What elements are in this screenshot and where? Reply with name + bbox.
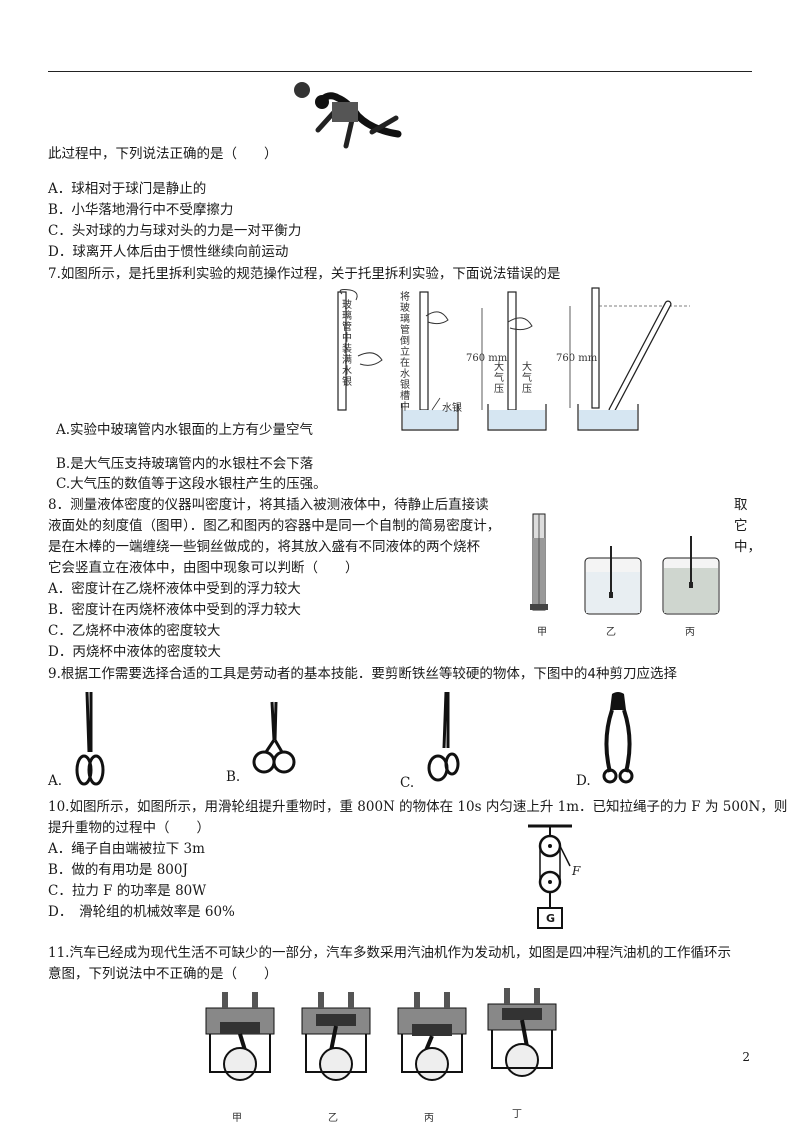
q7-option-a: A.实验中玻璃管内水银面的上方有少量空气 bbox=[56, 422, 314, 438]
q7-fig-tube1-label: 玻璃管中装满水银 bbox=[342, 300, 352, 388]
q10-option-c: C．拉力 F 的功率是 80W bbox=[48, 883, 207, 899]
q9-stem-b: 种剪刀应选择 bbox=[595, 666, 677, 682]
hydrometer-figure bbox=[525, 510, 725, 630]
q8-fig-label-jia: 甲 bbox=[537, 627, 547, 638]
q7-option-b: B.是大气压支持玻璃管内的水银柱不会下落 bbox=[56, 456, 314, 472]
q6-option-d: D．球离开人体后由于惯性继续向前运动 bbox=[48, 244, 289, 260]
q6-option-c: C．头对球的力与球对头的力是一对平衡力 bbox=[48, 223, 302, 239]
q7-fig-air1-label: 大气压 bbox=[494, 362, 504, 395]
engine-stroke-bing-figure bbox=[392, 990, 472, 1090]
q9-stem-a: 9.根据工作需要选择合适的工具是劳动者的基本技能．要剪断铁丝等较硬的物体，下图中… bbox=[48, 666, 588, 682]
scissors-a-icon bbox=[74, 690, 106, 790]
q10-option-b: B．做的有用功是 800J bbox=[48, 862, 188, 878]
q8-option-b: B．密度计在丙烧杯液体中受到的浮力较大 bbox=[48, 602, 301, 618]
pulley-force-label: F bbox=[572, 864, 581, 878]
page-number: 2 bbox=[742, 1050, 750, 1064]
q11-line-2: 意图，下列说法中不正确的是（ ） bbox=[48, 966, 278, 982]
q11-fig-label-yi: 乙 bbox=[328, 1113, 338, 1124]
q8-line-2: 液面处的刻度值（图甲）．图乙和图丙的容器中是同一个自制的简易密度计， bbox=[48, 518, 501, 534]
q8-line-3: 是在木棒的一端缠绕一些铜丝做成的，将其放入盛有不同液体的两个烧杯 bbox=[48, 539, 480, 555]
q7-stem: 7.如图所示，是托里拆利实验的规范操作过程，关于托里拆利实验，下面说法错误的是 bbox=[48, 266, 561, 282]
engine-stroke-ding-figure bbox=[482, 986, 562, 1086]
q8-line-1: 8．测量液体密度的仪器叫密度计，将其插入被测液体中，待静止后直接读 bbox=[48, 497, 489, 513]
q9-stem-number: 4 bbox=[587, 666, 596, 682]
q9-label-a: A. bbox=[48, 773, 63, 789]
q8-right-word-3: 中， bbox=[734, 539, 761, 555]
q7-option-c: C.大气压的数值等于这段水银柱产生的压强。 bbox=[56, 476, 327, 492]
scissors-c-icon bbox=[426, 690, 460, 788]
engine-stroke-jia-figure bbox=[200, 990, 280, 1090]
q6-stem: 此过程中，下列说法正确的是（ ） bbox=[48, 146, 278, 162]
q11-line-1: 11.汽车已经成为现代生活不可缺少的一部分，汽车多数采用汽油机作为发动机，如图是… bbox=[48, 945, 731, 961]
scissors-d-icon bbox=[598, 690, 638, 788]
q7-fig-air2-label: 大气压 bbox=[522, 362, 532, 395]
q8-fig-label-bing: 丙 bbox=[685, 627, 695, 638]
header-rule bbox=[48, 71, 752, 72]
q9-label-b: B. bbox=[226, 769, 241, 785]
q6-option-a: A．球相对于球门是静止的 bbox=[48, 181, 207, 197]
pulley-system-figure bbox=[520, 822, 580, 934]
q8-option-d: D．丙烧杯中液体的密度较大 bbox=[48, 644, 221, 660]
scissors-b-icon bbox=[252, 700, 296, 782]
q11-fig-label-bing: 丙 bbox=[424, 1113, 434, 1124]
engine-stroke-yi-figure bbox=[296, 990, 376, 1090]
q10-line-2: 提升重物的过程中（ ） bbox=[48, 820, 210, 836]
soccer-header-figure bbox=[292, 80, 404, 158]
q7-fig-mercury-label: 水银 bbox=[442, 403, 462, 414]
q8-option-a: A．密度计在乙烧杯液体中受到的浮力较大 bbox=[48, 581, 301, 597]
q8-fig-label-yi: 乙 bbox=[606, 627, 616, 638]
q6-option-b: B．小华落地滑行中不受摩擦力 bbox=[48, 202, 234, 218]
q8-line-4: 它会竖直立在液体中，由图中现象可以判断（ ） bbox=[48, 560, 359, 576]
q9-label-c: C. bbox=[400, 775, 415, 791]
torricelli-figure bbox=[320, 286, 690, 436]
q9-stem: 9.根据工作需要选择合适的工具是劳动者的基本技能．要剪断铁丝等较硬的物体，下图中… bbox=[48, 665, 677, 683]
q9-label-d: D. bbox=[576, 773, 591, 789]
q7-fig-height1-label: 760 mm bbox=[466, 353, 508, 364]
q8-option-c: C．乙烧杯中液体的密度较大 bbox=[48, 623, 221, 639]
q7-fig-tube2-label: 将玻璃管倒立在水银槽中 bbox=[400, 292, 410, 413]
q11-fig-label-ding: 丁 bbox=[512, 1109, 522, 1120]
q7-fig-height2-label: 760 mm bbox=[556, 353, 598, 364]
pulley-weight-label: G bbox=[546, 912, 556, 925]
q8-right-word-1: 取 bbox=[734, 497, 748, 513]
q8-right-word-2: 它 bbox=[734, 518, 748, 534]
q10-option-a: A．绳子自由端被拉下 3m bbox=[48, 841, 205, 857]
q10-line-1: 10.如图所示，如图所示，用滑轮组提升重物时，重 800N 的物体在 10s 内… bbox=[48, 799, 788, 815]
q10-option-d: D． 滑轮组的机械效率是 60% bbox=[48, 904, 235, 920]
q11-fig-label-jia: 甲 bbox=[232, 1113, 242, 1124]
